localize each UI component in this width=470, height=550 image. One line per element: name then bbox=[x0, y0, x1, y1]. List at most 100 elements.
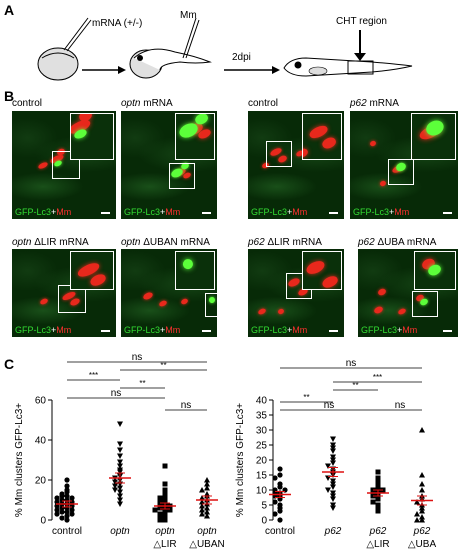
data-point bbox=[117, 459, 123, 465]
caption-plus: + bbox=[51, 207, 57, 217]
data-point bbox=[325, 487, 331, 493]
data-point bbox=[330, 442, 336, 448]
x-tick-label: optn bbox=[197, 526, 217, 537]
caption-gfp: GFP-Lc3 bbox=[251, 207, 288, 217]
data-point bbox=[204, 505, 210, 511]
zoom-inset bbox=[70, 113, 114, 160]
data-point bbox=[277, 472, 283, 478]
y-tick-label: 20 bbox=[35, 476, 47, 487]
microscopy-image-4: GFP-Lc3+Mm bbox=[350, 111, 458, 219]
data-point bbox=[204, 509, 210, 515]
data-point bbox=[162, 517, 168, 523]
roi-box bbox=[169, 163, 195, 189]
data-point bbox=[157, 499, 163, 505]
data-point bbox=[330, 436, 336, 442]
data-point bbox=[325, 463, 331, 469]
y-axis-label: % Mm clusters GFP-Lc3+ bbox=[14, 403, 25, 517]
data-point bbox=[330, 448, 336, 454]
image-title-5: optn ΔLIR mRNA bbox=[12, 237, 89, 248]
caption-mm: Mm bbox=[165, 325, 181, 335]
x-tick-label: p62 bbox=[324, 526, 342, 537]
data-point bbox=[330, 484, 336, 490]
microscopy-image-3: GFP-Lc3+Mm bbox=[248, 111, 344, 219]
channel-caption: GFP-Lc3+Mm bbox=[124, 207, 180, 217]
roi-box bbox=[205, 293, 217, 317]
title-gene: p62 bbox=[350, 98, 367, 109]
significance-label: ns bbox=[324, 400, 335, 411]
y-tick-label: 40 bbox=[35, 436, 47, 447]
zoom-inset bbox=[411, 113, 456, 160]
significance-label: ** bbox=[160, 361, 166, 370]
panel-b-label: B bbox=[4, 88, 15, 104]
roi-box bbox=[52, 151, 80, 179]
data-point bbox=[167, 507, 173, 513]
title-gene: optn bbox=[121, 98, 141, 109]
data-point bbox=[414, 511, 420, 517]
data-point bbox=[64, 477, 70, 483]
scale-bar bbox=[329, 212, 338, 214]
data-point bbox=[54, 499, 60, 505]
data-point bbox=[419, 487, 425, 493]
scale-bar bbox=[329, 330, 338, 332]
fluorescence-background bbox=[12, 111, 116, 219]
caption-gfp: GFP-Lc3 bbox=[124, 207, 161, 217]
channel-caption: GFP-Lc3+Mm bbox=[15, 207, 71, 217]
zoom-inset bbox=[175, 251, 215, 290]
data-point bbox=[272, 511, 278, 517]
significance-label: ns bbox=[132, 352, 143, 363]
y-axis-label: % Mm clusters GFP-Lc3+ bbox=[235, 403, 246, 517]
y-tick-label: 60 bbox=[35, 396, 47, 407]
data-point bbox=[204, 485, 210, 491]
bacteria-cluster-zoom bbox=[308, 123, 330, 140]
data-point bbox=[199, 503, 205, 509]
data-point bbox=[69, 511, 75, 517]
data-point bbox=[117, 447, 123, 453]
data-point bbox=[330, 490, 336, 496]
fluorescence-background bbox=[248, 249, 344, 337]
title-text: control bbox=[12, 98, 43, 109]
channel-caption: GFP-Lc3+Mm bbox=[361, 325, 417, 335]
data-point bbox=[112, 483, 118, 489]
data-point bbox=[330, 445, 336, 451]
significance-label: ns bbox=[346, 358, 357, 369]
image-title-1: control bbox=[12, 98, 42, 109]
data-point bbox=[69, 495, 75, 501]
caption-mm: Mm bbox=[165, 207, 181, 217]
title-gene: optn bbox=[12, 237, 32, 248]
fish-larva-icon bbox=[283, 30, 413, 77]
data-point bbox=[152, 507, 158, 513]
microscopy-image-7: GFP-Lc3+Mm bbox=[248, 249, 344, 337]
significance-label: ** bbox=[139, 379, 145, 388]
image-title-6: optn ΔUBAN mRNA bbox=[121, 237, 210, 248]
data-point bbox=[117, 421, 123, 427]
title-suffix: ΔUBA mRNA bbox=[374, 237, 437, 248]
title-suffix: mRNA bbox=[140, 98, 173, 109]
y-tick-label: 30 bbox=[256, 426, 268, 437]
cht-region-label: CHT region bbox=[336, 16, 387, 27]
data-point bbox=[277, 484, 283, 490]
data-point bbox=[419, 481, 425, 487]
x-tick-label-sub: △UBA bbox=[408, 539, 437, 550]
microscopy-image-8: GFP-Lc3+Mm bbox=[358, 249, 458, 337]
data-point bbox=[375, 469, 381, 475]
data-point bbox=[64, 493, 70, 499]
data-point bbox=[330, 460, 336, 466]
significance-label: ns bbox=[111, 388, 122, 399]
mm-label: Mm bbox=[180, 10, 197, 21]
panel-a-label: A bbox=[4, 2, 15, 18]
data-point bbox=[112, 479, 118, 485]
title-suffix: mRNA bbox=[366, 98, 399, 109]
larva-icon bbox=[129, 17, 212, 79]
data-point bbox=[64, 513, 70, 519]
caption-mm: Mm bbox=[292, 325, 308, 335]
data-point bbox=[112, 487, 118, 493]
data-point bbox=[117, 485, 123, 491]
x-tick-label-sub: △LIR bbox=[366, 539, 389, 550]
data-point bbox=[375, 475, 381, 481]
scale-bar bbox=[202, 212, 211, 214]
data-point bbox=[204, 481, 210, 487]
data-point bbox=[162, 513, 168, 519]
caption-plus: + bbox=[160, 325, 166, 335]
